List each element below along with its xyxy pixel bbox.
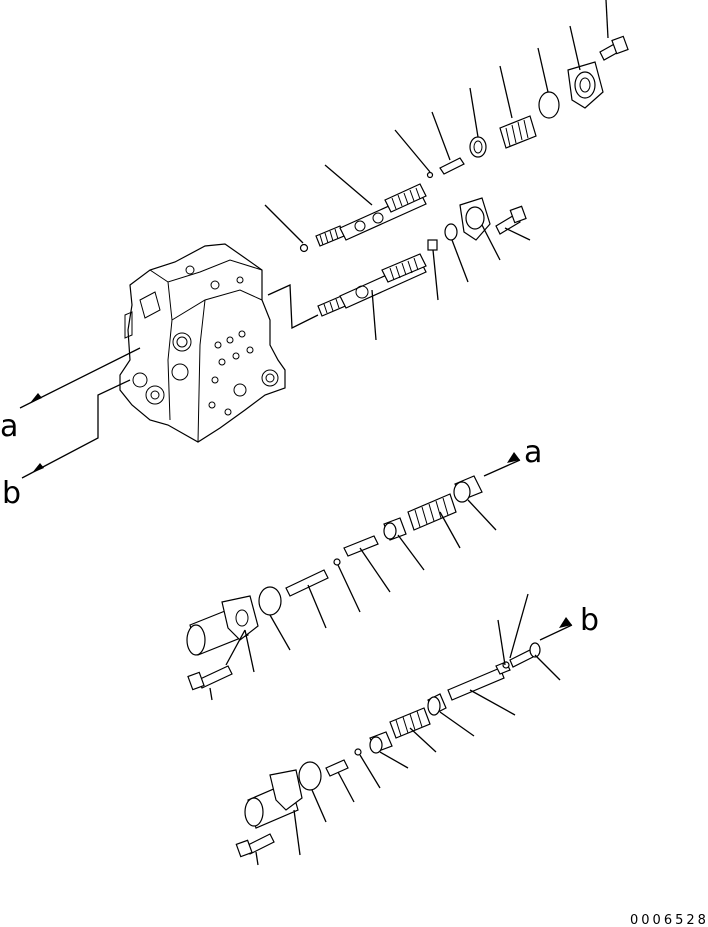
cover-flange-icon <box>567 61 604 109</box>
bolt-icon-4 <box>235 833 275 858</box>
cover-flange-icon-3 <box>186 595 259 656</box>
bolt-icon <box>599 35 629 61</box>
port-b-outlet <box>539 624 573 641</box>
port-a-inlet: a <box>0 347 141 444</box>
spring-icon-2 <box>389 707 431 739</box>
o-ring-icon-2 <box>444 223 458 241</box>
port-b-label: b <box>2 476 21 511</box>
leader-lines-upper <box>264 0 609 244</box>
cap-piston-icon <box>453 475 483 503</box>
spool-icon-lower <box>317 239 438 317</box>
cover-flange-icon-2 <box>459 197 491 241</box>
bolt-icon-2 <box>495 205 527 235</box>
spool-icon <box>299 115 537 253</box>
plug-icon <box>383 517 407 541</box>
cover-flange-icon-4 <box>244 769 303 829</box>
plug-icon-2 <box>427 693 447 716</box>
ball-icon <box>333 558 341 566</box>
port-a-label: a <box>0 409 18 444</box>
port-b-inlet: b <box>2 379 131 511</box>
bolt-icon-3 <box>187 665 233 691</box>
rod-icon <box>285 569 329 597</box>
port-a-outlet <box>483 459 521 477</box>
cap-icon <box>369 731 393 754</box>
leader-lines-lower-b <box>255 593 561 866</box>
pin-icon <box>343 535 379 557</box>
leader-lines-middle <box>371 224 531 341</box>
o-ring-icon-3 <box>258 586 282 616</box>
port-a-out-label: a <box>524 435 542 470</box>
leader-line <box>267 284 319 330</box>
screw-icon <box>325 759 349 777</box>
drawing-number: 00065281 <box>630 913 708 927</box>
spring-icon <box>407 493 457 531</box>
stem-icon <box>447 642 541 701</box>
ball-icon-2 <box>354 748 362 756</box>
valve-block-icon <box>119 243 286 443</box>
o-ring-icon-4 <box>298 761 322 791</box>
port-b-out-label: b <box>580 603 599 638</box>
leader-lines-lower-a <box>209 499 497 701</box>
o-ring-icon <box>538 91 560 119</box>
